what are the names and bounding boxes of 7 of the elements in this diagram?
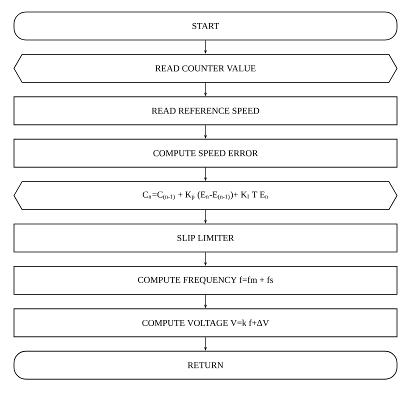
terminal-box: RETURN (14, 350, 398, 380)
terminal-box: START (14, 12, 398, 40)
process-box: COMPUTE SPEED ERROR (14, 138, 398, 168)
process-box: READ REFERENCE SPEED (14, 96, 398, 126)
process-box: COMPUTE FREQUENCY f=fm + fs (14, 266, 398, 295)
process-box: COMPUTE VOLTAGE V=k f+ΔV (14, 308, 398, 338)
process-box: SLIP LIMITER (14, 224, 398, 252)
